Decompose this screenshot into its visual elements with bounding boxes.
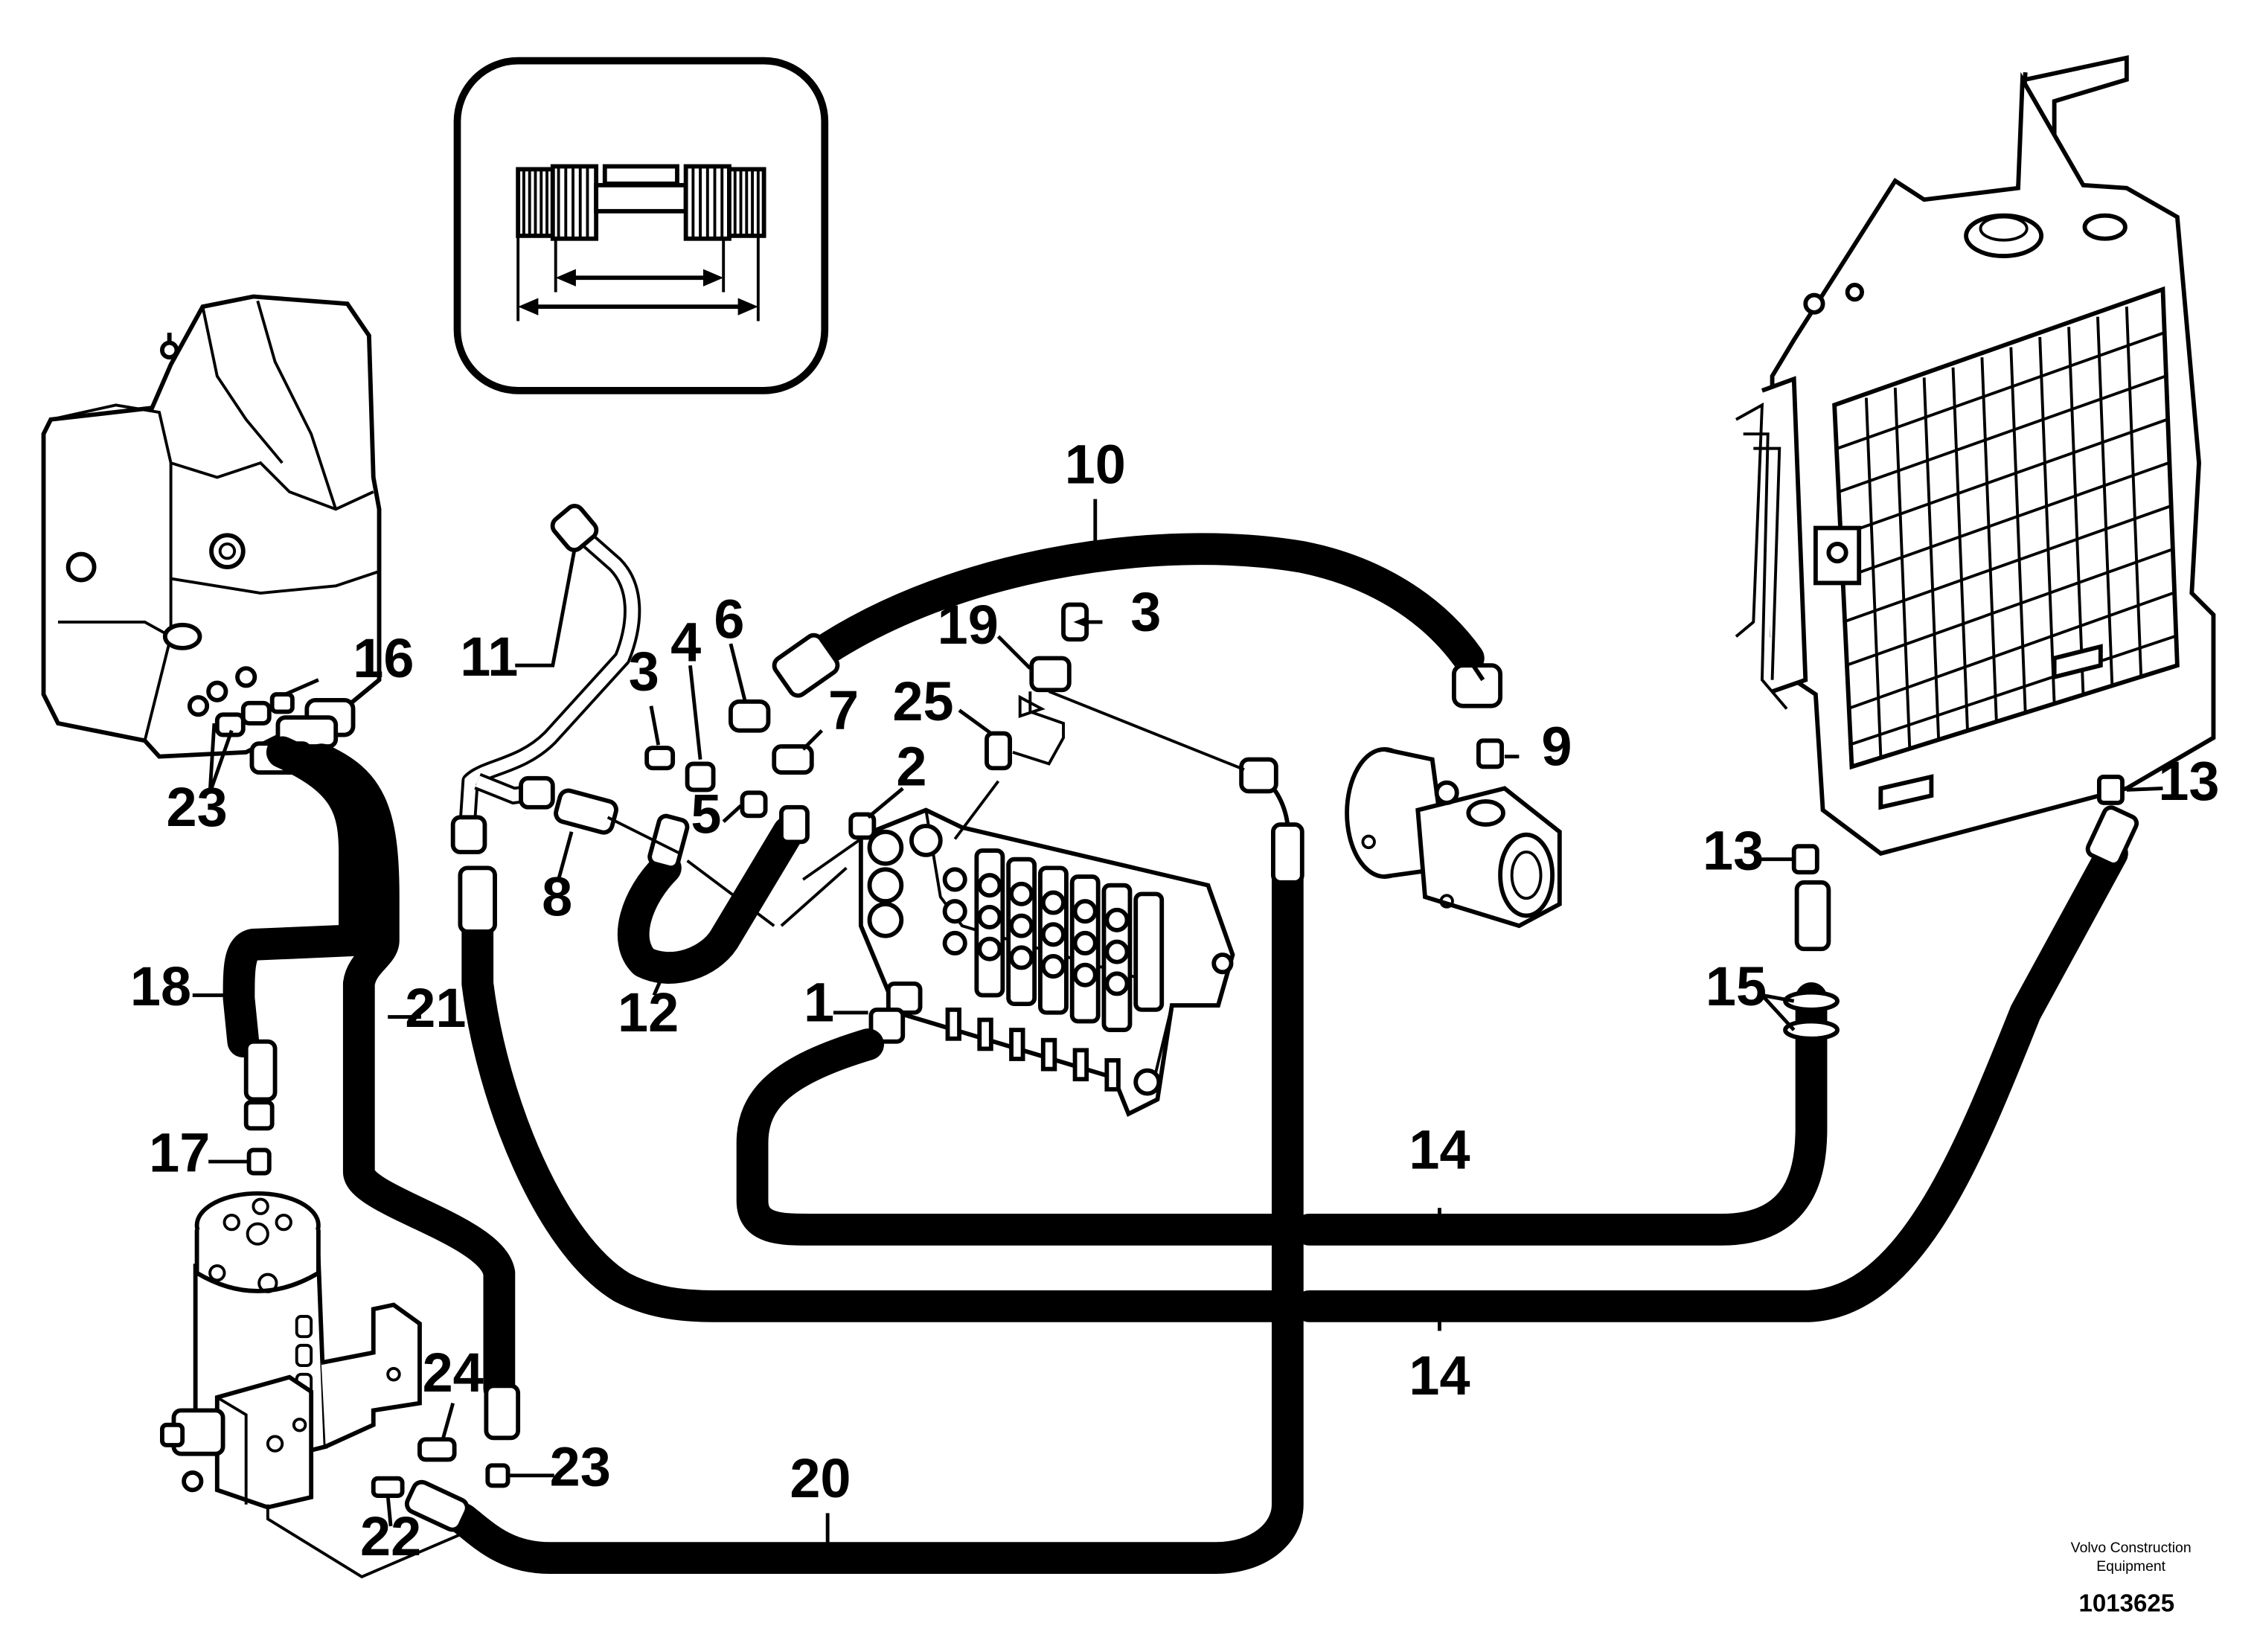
callout-17: 17 — [149, 1122, 210, 1184]
valve-sections — [942, 848, 1165, 1092]
callout-18: 18 — [130, 955, 191, 1017]
hoses — [223, 533, 2139, 1575]
callout-3-left: 3 — [629, 640, 659, 702]
callout-6: 6 — [714, 588, 744, 650]
callout-25: 25 — [892, 670, 953, 732]
callout-15: 15 — [1706, 955, 1767, 1017]
callout-16: 16 — [353, 627, 414, 689]
callout-4: 4 — [670, 611, 701, 673]
brand-line-1: Volvo Construction — [2071, 1540, 2192, 1556]
callout-11: 11 — [460, 626, 518, 688]
hydraulic-tank — [41, 294, 382, 775]
priority-valve-unit — [160, 1147, 510, 1579]
callout-2: 2 — [896, 736, 926, 798]
callout-13-left: 13 — [1703, 819, 1764, 881]
callout-23-tank: 23 — [167, 776, 228, 838]
hydraulic-pump — [1345, 738, 1562, 929]
brand-line-2: Equipment — [2096, 1558, 2165, 1575]
callout-20: 20 — [790, 1447, 851, 1509]
callout-5: 5 — [691, 784, 721, 845]
small-fittings — [606, 602, 1245, 927]
hose-length-inset — [453, 57, 829, 394]
callout-22: 22 — [360, 1505, 421, 1567]
leader-lines — [192, 499, 2163, 1558]
callout-9: 9 — [1541, 715, 1572, 777]
callout-23-valve: 23 — [550, 1435, 611, 1497]
callout-12: 12 — [618, 982, 679, 1043]
control-valve-bank — [858, 807, 1235, 1117]
callout-10: 10 — [1065, 433, 1126, 495]
callout-21: 21 — [405, 977, 466, 1039]
callout-13-right: 13 — [2158, 750, 2219, 812]
callout-24: 24 — [423, 1342, 484, 1403]
tube-11 — [450, 504, 641, 854]
drawing-number: 1013625 — [2079, 1590, 2175, 1618]
callout-14-lower: 14 — [1409, 1345, 1470, 1406]
callout-8: 8 — [542, 866, 572, 928]
callout-14-upper: 14 — [1409, 1119, 1470, 1181]
oil-cooler-radiator — [1735, 55, 2216, 875]
callout-7: 7 — [828, 679, 859, 741]
callout-1: 1 — [804, 971, 834, 1033]
callout-3-right: 3 — [1130, 581, 1161, 643]
callout-19: 19 — [938, 594, 999, 656]
callouts: 1 2 3 3 4 5 6 7 8 9 10 11 12 13 13 14 14… — [130, 433, 2220, 1566]
drawing-footer: Volvo Construction Equipment 1013625 — [2071, 1540, 2192, 1618]
